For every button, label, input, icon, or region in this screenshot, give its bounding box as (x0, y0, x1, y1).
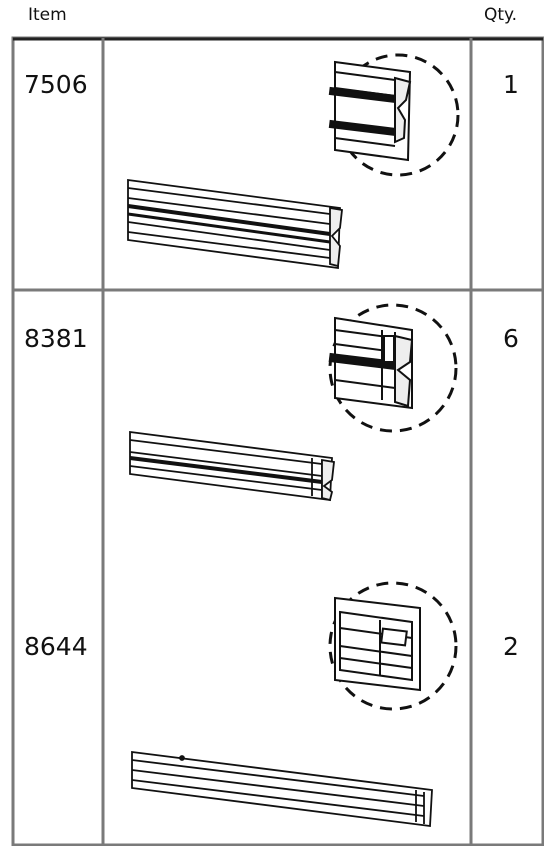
item-column-header: Item (28, 5, 67, 25)
item-number: 7506 (24, 70, 88, 99)
item-quantity: 6 (503, 324, 519, 353)
item-quantity: 1 (503, 70, 519, 99)
item-number: 8644 (24, 632, 88, 661)
item-number: 8381 (24, 324, 88, 353)
item-quantity: 2 (503, 632, 519, 661)
qty-column-header: Qty. (484, 5, 518, 25)
